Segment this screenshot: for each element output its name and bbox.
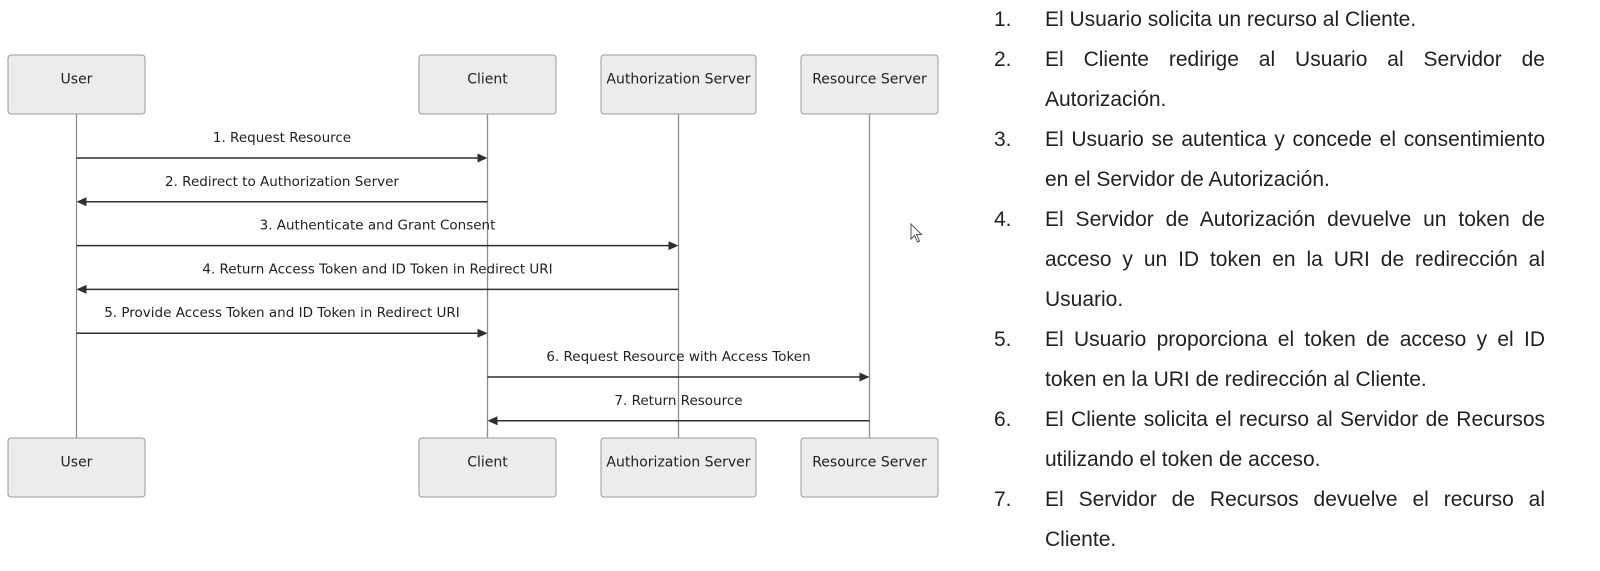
step-text: El Usuario se autentica y concede el con… [1045,128,1545,191]
actor-box [600,437,757,498]
message-label: 3. Authenticate and Grant Consent [260,218,496,234]
arrowhead-icon [859,372,870,382]
arrowhead-icon [668,241,679,251]
actor-box [800,437,939,498]
step-item: 7. El Servidor de Recursos devuelve el r… [990,480,1545,560]
actor-bottom-resource-server: Resource Server [800,437,939,498]
message-5: 5. Provide Access Token and ID Token in … [76,305,488,338]
step-number: 1. [994,8,1012,31]
step-item: 6. El Cliente solicita el recurso al Ser… [990,400,1545,480]
message-label: 1. Request Resource [213,130,351,146]
step-number: 5. [994,328,1012,351]
message-label: 4. Return Access Token and ID Token in R… [202,261,552,277]
step-item: 1. El Usuario solicita un recurso al Cli… [990,0,1545,40]
actor-label: Resource Server [812,72,927,88]
actor-bottom-user: User [7,437,146,498]
step-number: 4. [994,208,1012,231]
step-item: 2. El Cliente redirige al Usuario al Ser… [990,40,1545,120]
arrowhead-icon [76,284,87,294]
step-text: El Cliente solicita el recurso al Servid… [1045,408,1545,471]
message-2: 2. Redirect to Authorization Server [76,174,488,207]
actor-bottom-authorization-server: Authorization Server [600,437,757,498]
message-1: 1. Request Resource [76,130,488,163]
step-number: 3. [994,128,1012,151]
actor-top-user: User [7,54,146,115]
actor-bottom-client: Client [418,437,557,498]
actor-label: Client [467,72,508,88]
step-item: 3. El Usuario se autentica y concede el … [990,120,1545,200]
step-item: 4. El Servidor de Autorización devuelve … [990,200,1545,320]
step-number: 2. [994,48,1012,71]
message-label: 5. Provide Access Token and ID Token in … [104,305,460,321]
message-label: 6. Request Resource with Access Token [546,349,810,365]
actor-box [600,54,757,115]
step-item: 5. El Usuario proporciona el token de ac… [990,320,1545,400]
arrowhead-icon [477,328,488,338]
actor-top-authorization-server: Authorization Server [600,54,757,115]
actor-label: Authorization Server [606,72,750,88]
step-text: El Servidor de Autorización devuelve un … [1045,208,1545,311]
actor-label: Client [467,455,508,471]
steps-list: 1. El Usuario solicita un recurso al Cli… [990,0,1545,560]
arrowhead-icon [76,197,87,207]
step-number: 6. [994,408,1012,431]
step-text: El Cliente redirige al Usuario al Servid… [1045,48,1545,111]
step-number: 7. [994,488,1012,511]
actor-box [800,54,939,115]
actor-label: User [61,72,93,88]
actor-label: Resource Server [812,455,927,471]
mouse-pointer-icon [910,222,924,243]
message-3: 3. Authenticate and Grant Consent [76,218,679,251]
actor-box [418,54,557,115]
message-6: 6. Request Resource with Access Token [487,349,870,382]
message-label: 2. Redirect to Authorization Server [165,174,399,190]
step-text: El Usuario proporciona el token de acces… [1045,328,1545,391]
actor-box [418,437,557,498]
arrowhead-icon [487,416,498,426]
actor-label: User [61,455,93,471]
message-label: 7. Return Resource [614,393,742,409]
actor-label: Authorization Server [606,455,750,471]
message-7: 7. Return Resource [487,393,870,426]
step-text: El Servidor de Recursos devuelve el recu… [1045,488,1545,551]
actor-top-client: Client [418,54,557,115]
message-4: 4. Return Access Token and ID Token in R… [76,261,679,294]
arrowhead-icon [477,153,488,163]
actor-box [7,54,146,115]
step-text: El Usuario solicita un recurso al Client… [1045,8,1417,31]
actor-box [7,437,146,498]
actor-top-resource-server: Resource Server [800,54,939,115]
